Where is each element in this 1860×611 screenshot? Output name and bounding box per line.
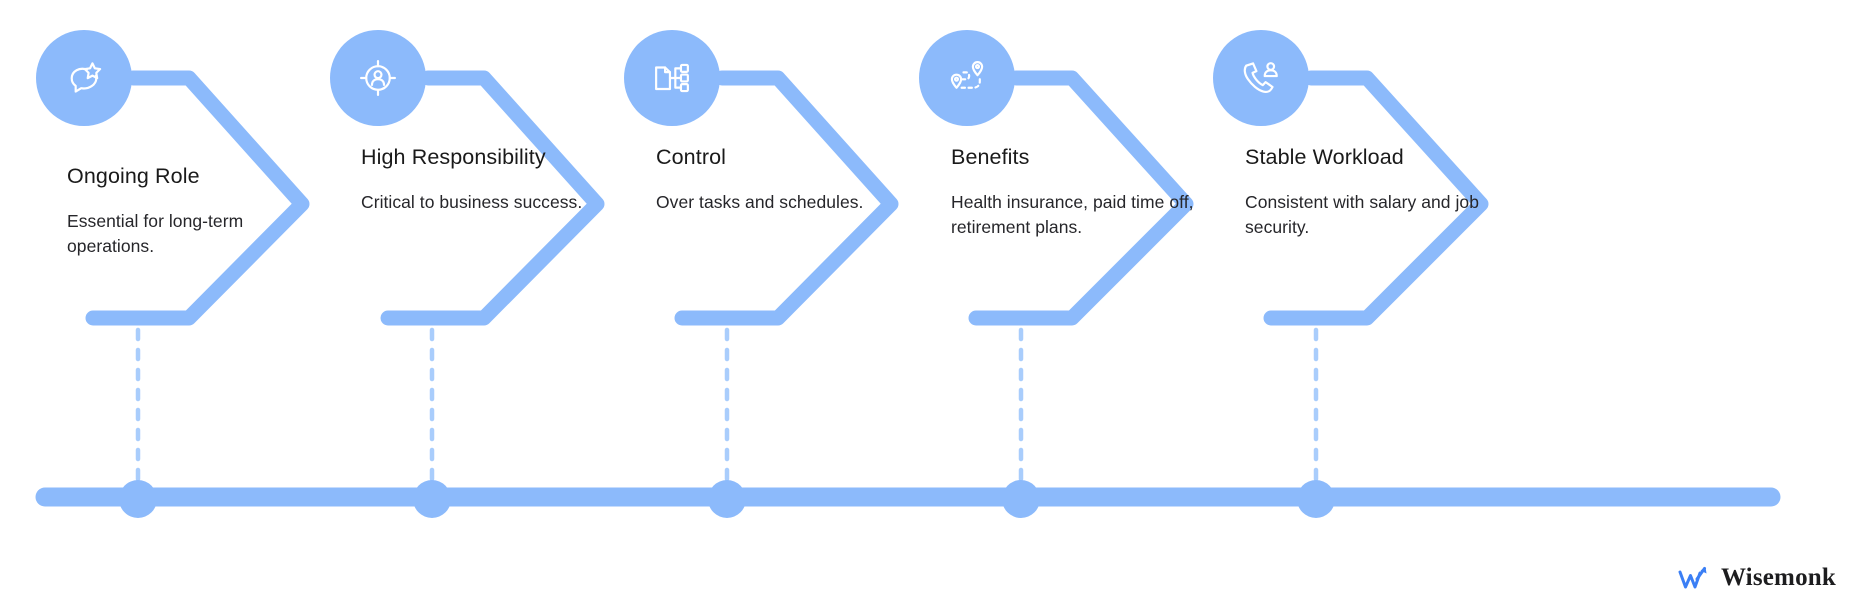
- timeline-nodes: [119, 480, 1335, 518]
- step-icon-circle-1: [36, 30, 132, 126]
- phone-person-icon: [1243, 62, 1278, 94]
- wisemonk-logo-text: Wisemonk: [1720, 564, 1836, 591]
- step-icon-circle-3: [624, 30, 720, 126]
- step-text-1: Ongoing Role Essential for long-term ope…: [67, 163, 322, 259]
- step-title-2: High Responsibility: [361, 145, 546, 169]
- step-icon-circle-4: [919, 30, 1015, 126]
- timeline-node-3: [708, 480, 746, 518]
- step-description-3: Over tasks and schedules.: [656, 191, 864, 212]
- step-title-4: Benefits: [951, 145, 1030, 169]
- timeline-node-4: [1002, 480, 1040, 518]
- timeline-node-1: [119, 480, 157, 518]
- chat-bubble-star-icon: [70, 67, 98, 93]
- step-icon-circle-5: [1213, 30, 1309, 126]
- step-title-5: Stable Workload: [1245, 145, 1404, 169]
- w-arrow-icon: [1678, 567, 1707, 589]
- document-hierarchy-icon: [655, 63, 689, 93]
- map-route-pins-icon: [950, 61, 984, 89]
- timeline-node-5: [1297, 480, 1335, 518]
- person-target-icon: [360, 60, 396, 96]
- step-description-4: Health insurance, paid time off, retirem…: [951, 191, 1194, 237]
- wisemonk-logo: Wisemonk: [1678, 563, 1836, 593]
- step-icon-circle-2: [330, 30, 426, 126]
- step-text-5: Stable Workload Consistent with salary a…: [1245, 144, 1500, 240]
- step-text-3: Control Over tasks and schedules.: [656, 144, 911, 215]
- step-title-1: Ongoing Role: [67, 164, 200, 188]
- step-text-4: Benefits Health insurance, paid time off…: [951, 144, 1206, 240]
- step-text-2: High Responsibility Critical to business…: [361, 144, 616, 215]
- step-description-5: Consistent with salary and job security.: [1245, 191, 1479, 237]
- step-description-2: Critical to business success.: [361, 191, 583, 212]
- step-description-1: Essential for long-term operations.: [67, 210, 244, 256]
- step-title-3: Control: [656, 145, 727, 169]
- timeline-node-2: [413, 480, 451, 518]
